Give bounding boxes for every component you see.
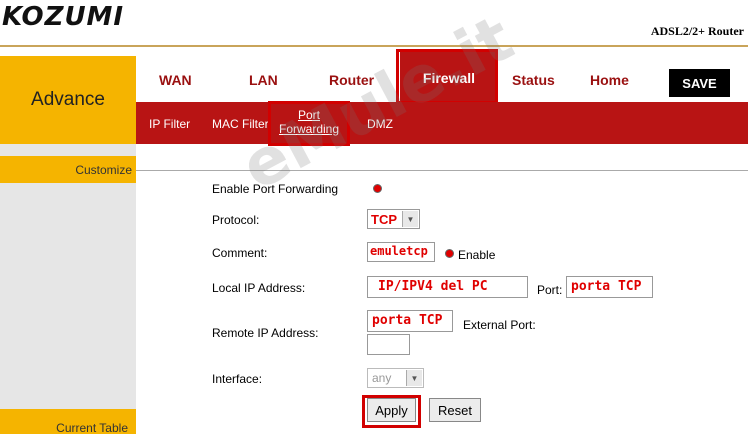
header-divider — [0, 45, 748, 47]
external-port-label: External Port: — [463, 318, 536, 332]
tab-firewall[interactable]: Firewall — [400, 52, 498, 104]
protocol-label: Protocol: — [212, 213, 260, 227]
comment-label: Comment: — [212, 246, 268, 260]
reset-button[interactable]: Reset — [429, 398, 481, 422]
sidebar-section-title: Advance — [0, 56, 136, 144]
highlight-apply — [362, 395, 421, 428]
router-model: ADSL2/2+ Router — [650, 24, 744, 38]
sidebar-item-current-table[interactable]: Current Table — [0, 409, 136, 435]
local-ip-label: Local IP Address: — [212, 281, 306, 295]
tab-wan[interactable]: WAN — [159, 72, 192, 88]
interface-select[interactable]: any ▼ — [367, 368, 424, 388]
subtab-port-forwarding[interactable]: Port Forwarding — [276, 108, 342, 140]
tab-home[interactable]: Home — [590, 72, 629, 88]
save-button[interactable]: SAVE — [669, 69, 730, 97]
content-divider — [136, 170, 748, 171]
subtab-mac-filter[interactable]: MAC Filter — [212, 117, 269, 131]
subtab-dmz[interactable]: DMZ — [367, 117, 393, 131]
remote-ip-label: Remote IP Address: — [212, 326, 319, 340]
enable-port-forwarding-radio[interactable] — [373, 184, 382, 193]
highlight-firewall — [396, 49, 498, 104]
comment-input[interactable]: emuletcp — [367, 242, 435, 262]
tab-router[interactable]: Router — [329, 72, 375, 88]
sidebar-item-customize[interactable]: Customize — [0, 156, 136, 183]
comment-enable-radio[interactable] — [445, 249, 454, 258]
comment-enable-label: Enable — [458, 248, 496, 262]
external-port-input[interactable] — [367, 334, 410, 355]
tab-status[interactable]: Status — [512, 72, 555, 88]
interface-label: Interface: — [212, 372, 263, 386]
subtab-port-forwarding-line1: Port — [297, 108, 320, 122]
remote-ip-input[interactable]: porta TCP — [367, 310, 453, 332]
port-label: Port: — [537, 283, 563, 297]
sub-tab-bar — [136, 102, 748, 144]
protocol-value: TCP — [371, 211, 397, 227]
subtab-port-forwarding-line2: Forwarding — [278, 122, 340, 136]
brand-logo: KOZUMI — [2, 2, 125, 32]
highlight-port-forwarding — [268, 101, 350, 146]
port-input[interactable]: porta TCP — [566, 276, 653, 298]
local-ip-input[interactable]: IP/IPV4 del PC — [367, 276, 528, 298]
enable-port-forwarding-label: Enable Port Forwarding — [212, 182, 339, 196]
sidebar-background — [0, 144, 136, 434]
tab-lan[interactable]: LAN — [249, 72, 278, 88]
apply-button[interactable]: Apply — [367, 398, 416, 422]
protocol-select[interactable]: TCP ▼ — [367, 209, 420, 229]
interface-value: any — [372, 371, 392, 385]
chevron-down-icon: ▼ — [406, 370, 422, 386]
chevron-down-icon: ▼ — [402, 211, 418, 227]
subtab-ip-filter[interactable]: IP Filter — [149, 117, 191, 131]
